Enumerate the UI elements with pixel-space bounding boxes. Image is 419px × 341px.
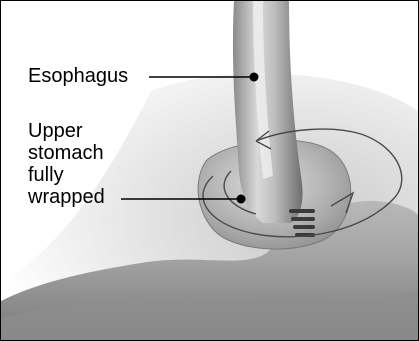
upper-stomach-label-line-2: stomach <box>28 142 105 164</box>
wrap-pointer-dot <box>237 195 246 204</box>
esophagus-label: Esophagus <box>28 65 128 87</box>
esophagus-pointer-dot <box>250 73 259 82</box>
upper-stomach-label: Upper stomach fully wrapped <box>28 120 105 208</box>
esophagus-tube <box>233 1 303 223</box>
upper-stomach-label-line-3: fully <box>28 164 105 186</box>
upper-stomach-label-line-1: Upper <box>28 120 105 142</box>
upper-stomach-label-line-4: wrapped <box>28 186 105 208</box>
